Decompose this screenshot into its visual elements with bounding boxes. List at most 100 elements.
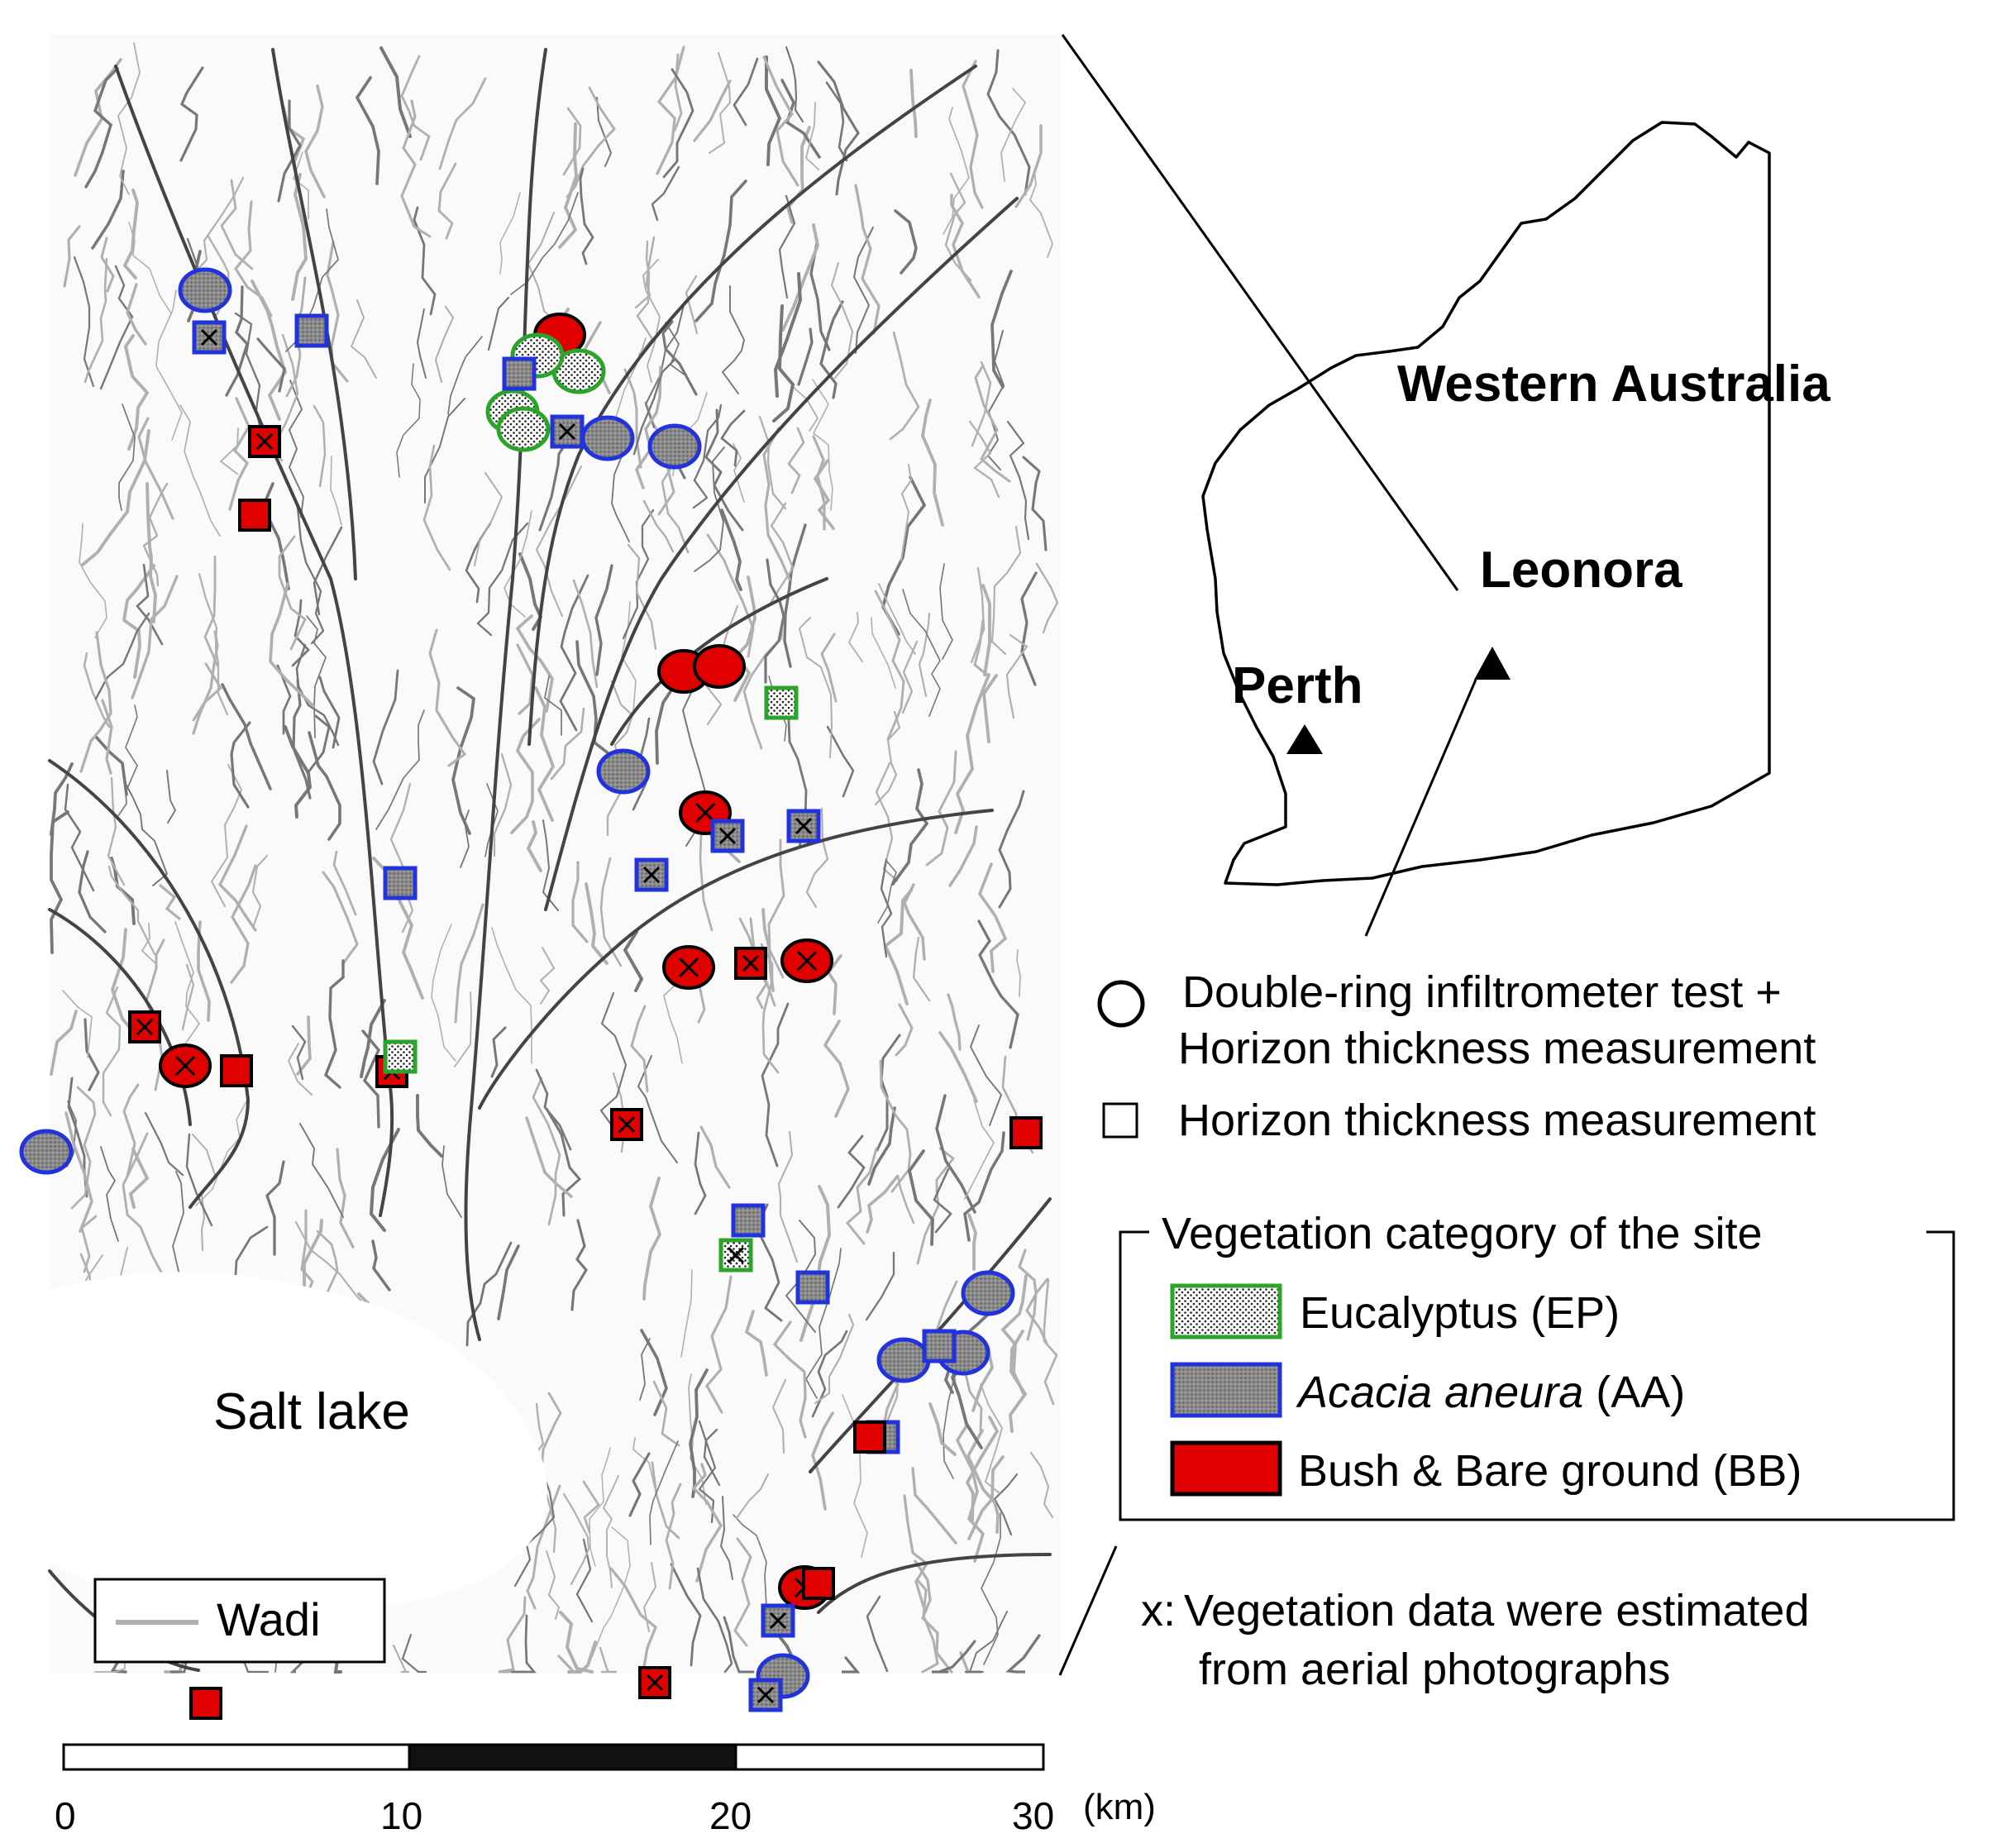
wadi-segment xyxy=(866,1595,889,1673)
wadi-segment xyxy=(733,575,756,702)
wadi-segment xyxy=(369,1128,400,1232)
wadi-segment xyxy=(883,889,913,1005)
wadi-segment xyxy=(299,1123,344,1218)
main-channel xyxy=(271,48,357,580)
wadi-segment xyxy=(662,68,694,179)
estimated-mark xyxy=(742,954,760,972)
wadi-segment xyxy=(842,1656,861,1674)
acacia-species-name: Acacia aneura xyxy=(1296,1368,1583,1417)
inset-map: Western Australia Leonora Perth xyxy=(1058,34,1830,1676)
western-australia-outline xyxy=(1201,121,1771,886)
wadi-segment xyxy=(685,275,699,335)
wadi-segment xyxy=(955,1425,986,1563)
wadi-segment xyxy=(783,523,807,668)
wadi-segment xyxy=(416,308,427,379)
main-channel xyxy=(478,809,994,1110)
wadi-segment xyxy=(123,334,150,451)
estimated-mark xyxy=(756,1686,775,1704)
wadi-segment xyxy=(94,735,128,796)
wadi-segment xyxy=(64,783,95,892)
wadi-segment xyxy=(938,1031,978,1103)
main-channel xyxy=(544,197,1019,911)
wadi-segment xyxy=(1029,169,1053,258)
wadi-segment xyxy=(431,924,456,1062)
wadi-segment xyxy=(1029,1451,1054,1519)
wadi-segment xyxy=(640,1329,668,1416)
wadi-segment xyxy=(313,526,343,616)
wadi-segment xyxy=(935,1094,976,1214)
wadi-segment xyxy=(400,99,432,238)
wadi-segment xyxy=(874,590,905,741)
wadi-segment xyxy=(982,674,998,743)
wadi-segment xyxy=(933,1168,952,1234)
wadi-legend-label: Wadi xyxy=(217,1593,321,1645)
wadi-segment xyxy=(474,472,504,566)
site-circle-aa xyxy=(580,415,635,461)
wadi-segment xyxy=(234,200,273,318)
site-square-aa xyxy=(502,356,537,391)
wadi-segment xyxy=(137,417,174,520)
wadi-segment xyxy=(141,923,156,964)
wadi-segment xyxy=(122,189,139,279)
wadi-segment xyxy=(596,97,613,167)
wadi-segment xyxy=(110,928,136,1035)
scale-tick-30: 30 xyxy=(1012,1794,1054,1837)
wadi-segment xyxy=(295,643,340,747)
wadi-segment xyxy=(704,408,744,532)
wadi-segment xyxy=(277,99,302,203)
site-circle-aa xyxy=(178,267,232,313)
wadi-segment xyxy=(313,404,327,488)
wadi-segment xyxy=(1016,949,1021,997)
wadi-segment xyxy=(287,1043,313,1096)
wadi-segment xyxy=(355,76,380,185)
wadi-segment xyxy=(144,1111,184,1177)
wadi-segment xyxy=(903,1494,929,1608)
wadi-segment xyxy=(760,943,780,1074)
wadi-segment xyxy=(809,241,831,351)
wadi-segment xyxy=(845,1147,878,1245)
wadi-segment xyxy=(963,1131,1005,1242)
wadi-segment xyxy=(288,380,304,518)
main-channel xyxy=(610,577,828,746)
marker-legend: Double-ring infiltrometer test + Horizon… xyxy=(1097,967,1816,1145)
wadi-segment xyxy=(499,192,521,275)
wadi-segment xyxy=(166,770,177,824)
scale-tick-0: 0 xyxy=(55,1794,76,1837)
wadi-segment xyxy=(854,184,881,335)
wadi-segment xyxy=(663,982,683,1064)
wadi-segment xyxy=(174,921,201,1048)
wadi-segment xyxy=(852,227,874,354)
wadi-segment xyxy=(965,1416,1000,1522)
estimated-mark xyxy=(796,950,818,972)
estimated-mark xyxy=(678,957,699,978)
wadi-segment xyxy=(396,363,421,478)
wadi-segment xyxy=(819,300,844,399)
site-square-aa xyxy=(383,866,418,900)
estimated-mark xyxy=(642,866,661,884)
wadi-segment xyxy=(962,60,984,209)
wadi-segment xyxy=(916,1147,955,1265)
wadi-segment xyxy=(798,617,833,758)
main-channel xyxy=(464,48,547,1341)
wadi-segment xyxy=(981,1512,1001,1665)
wadi-segment xyxy=(256,337,286,393)
wadi-segment xyxy=(880,858,893,958)
wadi-segment xyxy=(84,1018,100,1091)
wadi-segment xyxy=(125,783,169,886)
main-channels xyxy=(48,48,1052,1672)
site-square-bb xyxy=(802,1567,835,1600)
wadi-segment xyxy=(944,172,972,282)
wadi-segment xyxy=(392,1644,410,1674)
circle-legend-line2: Horizon thickness measurement xyxy=(1178,1024,1816,1073)
wadi-segment xyxy=(534,686,556,822)
site-circle-aa xyxy=(596,748,651,795)
wadi-segment xyxy=(609,1567,657,1669)
wadi-segment xyxy=(1014,124,1043,208)
wadi-segment xyxy=(900,464,913,561)
wadi-segment xyxy=(706,533,755,658)
wadi-segment xyxy=(330,456,342,526)
wadi-segment xyxy=(765,55,782,166)
wadi-segment xyxy=(721,285,746,394)
wadi-segment xyxy=(562,107,582,176)
wadi-segment xyxy=(954,673,990,834)
